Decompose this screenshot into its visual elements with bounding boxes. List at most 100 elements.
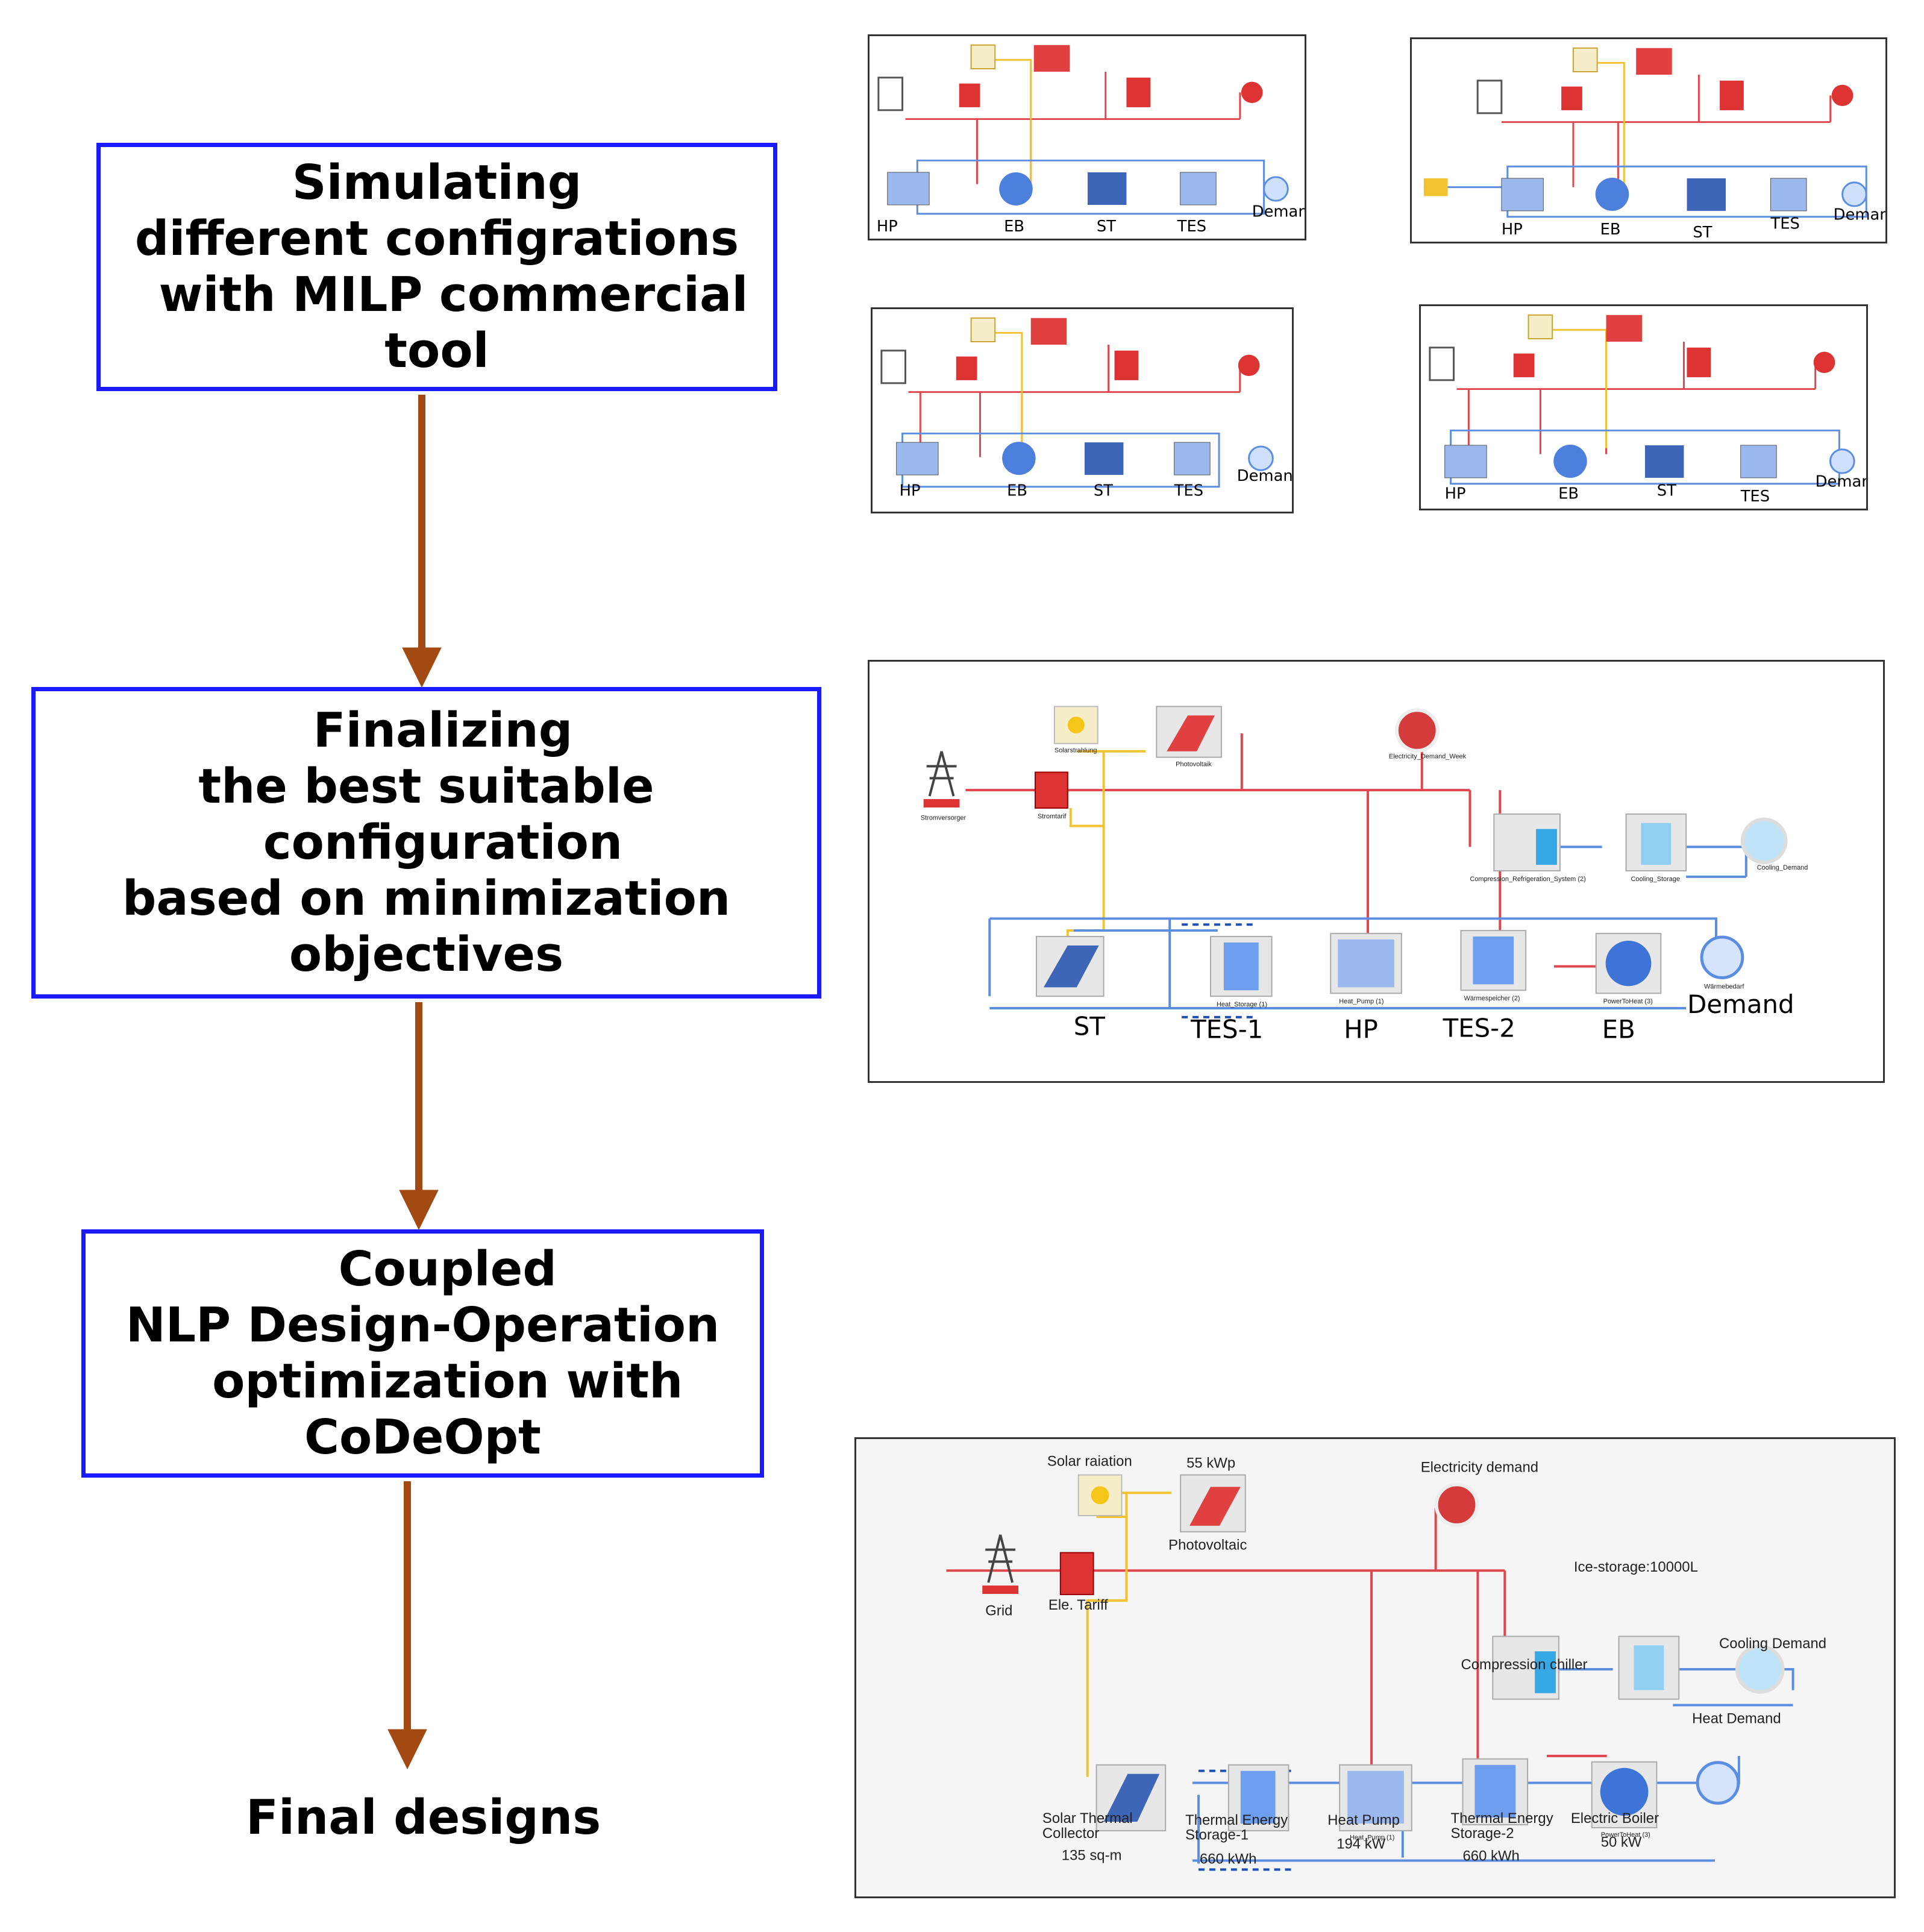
label-eb: EB [1600, 221, 1621, 239]
chiller-c-icon [1535, 1651, 1556, 1693]
eb-icon [1553, 444, 1587, 478]
label-tes1: TES-1 [1190, 1015, 1263, 1044]
label-tes2-l1: Thermal Energy [1451, 1810, 1553, 1827]
milp-config-diagram-4: HP EB ST TES Demand [1429, 314, 1866, 506]
pv-panel-icon [1167, 715, 1215, 751]
solar-icon [970, 317, 996, 343]
st-collector-icon [1103, 1774, 1160, 1822]
tariff-icon [956, 356, 977, 380]
arrow-2-head [399, 1190, 439, 1231]
label-hp: HP [877, 218, 898, 236]
chiller-c-icon [1536, 829, 1557, 865]
battery-icon [1687, 347, 1711, 377]
label-eb: EB [1602, 1015, 1635, 1044]
step-codeopt-text: Coupled NLP Design-Operation optimizatio… [125, 1241, 720, 1465]
tes-icon [1174, 442, 1211, 475]
tariff-icon [1561, 86, 1582, 110]
arrow-3-head [387, 1729, 427, 1770]
best-config-diagram: Solarstrahlung Photovoltaik Stromversorg… [921, 706, 1808, 1044]
label-hp-val: 194 kW [1336, 1836, 1386, 1852]
pv-icon [1033, 45, 1070, 72]
hp-icon [887, 172, 930, 205]
sun-icon [1067, 717, 1085, 733]
step-simulating-text: Simulating different configrations with … [134, 155, 748, 378]
label-tes: TES [1177, 218, 1206, 236]
small-label-tariff: Stromtarif [1038, 813, 1067, 820]
st-collector-icon [1043, 945, 1099, 988]
solar-icon [1528, 314, 1553, 340]
label-tes: TES [1770, 215, 1799, 233]
best-config-panel: Solarstrahlung Photovoltaik Stromversorg… [868, 660, 1885, 1083]
label-cool-demand: Cooling Demand [1719, 1636, 1826, 1652]
elec-demand-icon [1434, 1482, 1479, 1527]
pv-icon [1636, 48, 1672, 75]
label-st: ST [1074, 1012, 1106, 1041]
label-elec-demand: Electricity demand [1421, 1460, 1538, 1476]
label-stc-l2: Collector [1042, 1825, 1099, 1842]
label-solar: Solar raiation [1047, 1454, 1132, 1470]
hp-icon [1444, 445, 1487, 478]
milp-config-panel-1: HP EB ST TES Demand [868, 34, 1306, 240]
final-design-diagram: Solar raiation 55 kWp Photovoltaic Elect… [946, 1454, 1826, 1871]
small-label-elec-demand: Electricity_Demand_Week [1389, 753, 1467, 761]
heat-demand-icon [1700, 935, 1744, 979]
pv-icon [1606, 315, 1643, 342]
milp-config-panel-3: HP EB ST TES Demand [871, 307, 1294, 513]
step-finalizing-text: Finalizing the best suitable configurati… [122, 703, 731, 982]
sun-icon [1091, 1486, 1109, 1505]
solar-radiation-icon [1053, 706, 1098, 744]
label-chiller: Compression chiller [1461, 1657, 1588, 1673]
eb-icon [999, 172, 1033, 205]
grid-tower-icon [982, 1534, 1019, 1594]
pv-icon [1030, 318, 1067, 345]
milp-config-panel-4: HP EB ST TES Demand [1419, 304, 1868, 510]
label-heat-demand: Heat Demand [1692, 1710, 1781, 1727]
elec-demand-icon [1831, 84, 1853, 107]
small-label-grid: Stromversorger [921, 815, 967, 822]
step-finalizing-box: Finalizing the best suitable configurati… [31, 687, 821, 999]
hp-icon [896, 442, 939, 475]
milp-config-panel-2: HP EB ST TES Demand [1410, 37, 1887, 243]
label-tes2-l2: Storage-2 [1451, 1825, 1514, 1842]
ice-storage-inner-icon [1634, 1645, 1664, 1690]
label-st: ST [1094, 482, 1113, 500]
label-pv: Photovoltaic [1168, 1537, 1247, 1554]
grid-icon [1429, 347, 1455, 381]
small-label-p2h: PowerToHeat (3) [1603, 998, 1653, 1005]
tariff-icon [1035, 771, 1068, 809]
label-hp: HP [1344, 1015, 1378, 1044]
label-tariff: Ele. Tariff [1048, 1597, 1108, 1613]
label-tes2: TES-2 [1443, 1014, 1515, 1043]
small-label-cool-demand: Cooling_Demand [1757, 864, 1808, 871]
milp-config-diagram-2: HP EB ST TES Demand [1423, 47, 1885, 242]
step-simulating-box: Simulating different configrations with … [96, 143, 777, 391]
label-demand: Demand [1252, 203, 1305, 221]
small-label-p2h: PowerToHeat (3) [1601, 1831, 1650, 1839]
elec-demand-icon [1813, 351, 1835, 374]
st-icon [1084, 442, 1124, 475]
label-hp: HP [900, 482, 921, 500]
label-demand: Demand [1834, 206, 1885, 224]
label-hp: HP [1502, 221, 1523, 239]
demand-icon [1263, 176, 1289, 202]
small-label-cool-storage: Cooling_Storage [1631, 876, 1680, 883]
small-label-heat-pump: Heat_Pump (1) [1350, 1834, 1394, 1842]
tes-icon [1180, 172, 1217, 205]
label-eb: EB [1007, 482, 1027, 500]
pv-panel-icon [1189, 1487, 1241, 1526]
cooling-demand-icon [1740, 817, 1788, 865]
label-tes1-val: 660 kWh [1200, 1851, 1256, 1867]
grid-icon [877, 77, 904, 111]
hp-inner-icon [1338, 939, 1394, 988]
label-eb: EB [1004, 218, 1024, 236]
eb-inner-icon [1605, 941, 1652, 986]
solar-icon [1572, 47, 1598, 73]
cooling-storage-inner-icon [1641, 823, 1672, 865]
label-tes1-l1: Thermal Energy [1185, 1812, 1288, 1828]
label-tes1-l2: Storage-1 [1185, 1827, 1249, 1843]
label-st: ST [1657, 481, 1676, 500]
flow-arrows [387, 395, 442, 1770]
label-stc-l1: Solar Thermal [1042, 1810, 1133, 1827]
label-tes: TES [1174, 482, 1203, 500]
grid-icon [1476, 80, 1503, 114]
